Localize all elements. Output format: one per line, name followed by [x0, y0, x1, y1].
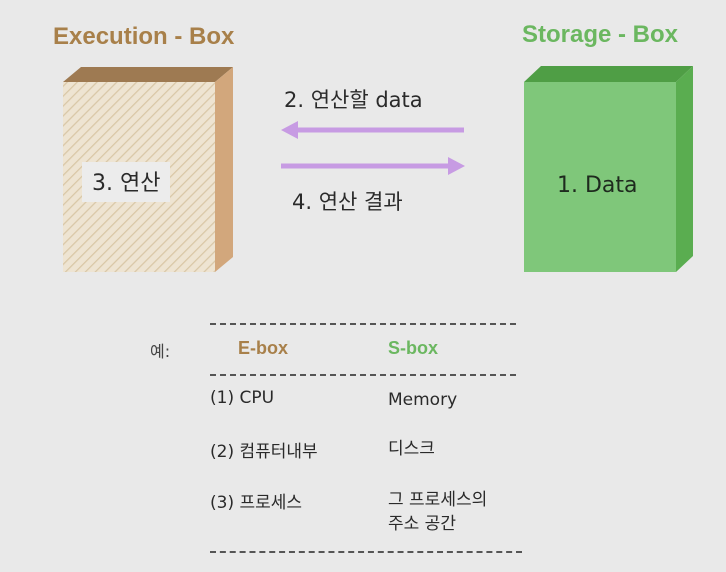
- table-divider-bottom: [210, 551, 522, 553]
- storage-box-front: [524, 82, 676, 272]
- arrow-bottom-label: 4. 연산 결과: [292, 190, 403, 214]
- table-row-3-e: (3) 프로세스: [210, 493, 303, 513]
- table-row-3-s: 그 프로세스의 주소 공간: [388, 490, 488, 534]
- storage-box-top: [524, 66, 693, 82]
- storage-box-label: 1. Data: [557, 173, 638, 198]
- table-divider-top: [210, 323, 516, 325]
- storage-box: [524, 66, 693, 272]
- column-header-e-box: E-box: [238, 338, 289, 358]
- arrow-left: [281, 121, 464, 139]
- storage-box-side: [676, 66, 693, 272]
- storage-box-title: Storage - Box: [522, 21, 679, 48]
- table-row-1-e: (1) CPU: [210, 388, 275, 408]
- execution-box-top: [63, 67, 233, 82]
- example-label: 예:: [150, 342, 171, 361]
- table-row-2-s: 디스크: [388, 439, 435, 459]
- execution-box-label: 3. 연산: [82, 162, 171, 202]
- table-row-2-e: (2) 컴퓨터내부: [210, 442, 318, 462]
- column-header-s-box: S-box: [388, 338, 439, 358]
- table-divider-header: [210, 374, 516, 376]
- execution-box-side: [215, 67, 233, 272]
- execution-box-title: Execution - Box: [53, 23, 235, 50]
- arrow-right: [281, 157, 465, 175]
- arrow-top-label: 2. 연산할 data: [284, 88, 423, 112]
- diagram-canvas: [63, 66, 693, 272]
- table-row-1-s: Memory: [388, 390, 458, 410]
